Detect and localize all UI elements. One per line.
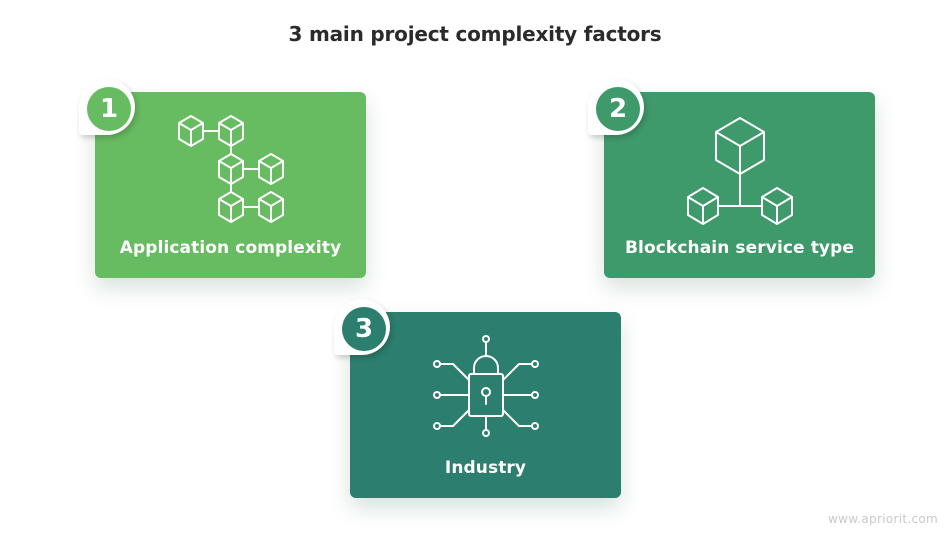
badge-circle: 1 xyxy=(87,87,131,131)
watermark: www.apriorit.com xyxy=(828,512,938,526)
number-badge: 1 xyxy=(77,77,141,141)
connected-cubes-icon xyxy=(178,115,284,223)
page-title: 3 main project complexity factors xyxy=(288,22,662,46)
badge-pin: 2 xyxy=(588,79,644,135)
badge-number: 3 xyxy=(354,314,374,344)
badge-pin: 1 xyxy=(79,79,135,135)
badge-number: 1 xyxy=(99,94,119,124)
factor-card-application-complexity: Application complexity xyxy=(95,92,366,278)
factor-card-blockchain-service-type: Blockchain service type xyxy=(604,92,875,278)
factor-label: Application complexity xyxy=(119,238,342,258)
badge-pin: 3 xyxy=(334,299,390,355)
cube-hierarchy-icon xyxy=(687,117,793,225)
number-badge: 2 xyxy=(586,77,650,141)
badge-number: 2 xyxy=(608,94,628,124)
badge-circle: 2 xyxy=(596,87,640,131)
factor-label: Industry xyxy=(444,458,527,478)
badge-circle: 3 xyxy=(342,307,386,351)
number-badge: 3 xyxy=(332,297,396,361)
factor-label: Blockchain service type xyxy=(624,238,855,258)
factor-card-industry: Industry xyxy=(350,312,621,498)
circuit-lock-icon xyxy=(433,335,539,437)
